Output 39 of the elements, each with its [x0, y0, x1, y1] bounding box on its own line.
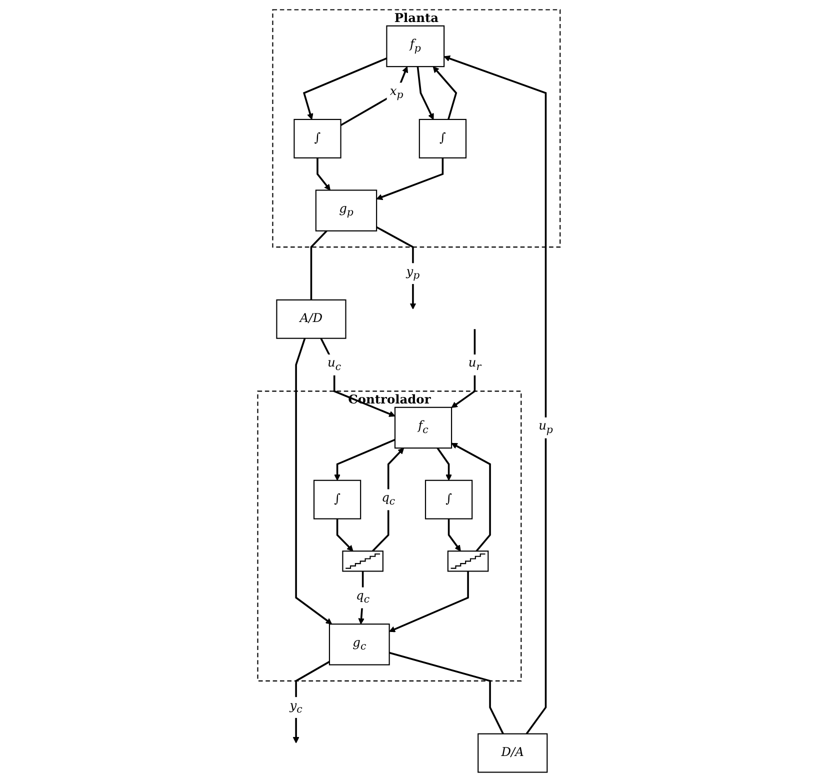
- arrow: [376, 226, 416, 310]
- arrow: [372, 448, 404, 552]
- arrow: [295, 338, 332, 624]
- node-box: g$_{c}$: [329, 624, 390, 666]
- edge-label: y$_{p}$: [406, 264, 420, 282]
- node-box: A/D: [276, 299, 346, 339]
- edge-label: u$_{c}$: [328, 356, 342, 373]
- node-box: ∫: [294, 118, 342, 158]
- arrow: [334, 438, 396, 481]
- edge-label: u$_{p}$: [538, 418, 553, 436]
- node-box: f$_{p}$: [386, 25, 445, 68]
- arrow: [448, 518, 461, 552]
- arrow: [316, 158, 331, 190]
- node-box: ∫: [425, 480, 473, 520]
- edge-label: q$_{c}$: [382, 490, 396, 508]
- arrow: [303, 57, 388, 120]
- arrow: [340, 66, 408, 126]
- edge-label: x$_{p}$: [390, 84, 404, 101]
- arrow: [336, 518, 354, 552]
- node-box: ∫: [418, 118, 467, 158]
- edge-label: y$_{c}$: [290, 698, 302, 716]
- arrow: [451, 329, 476, 408]
- node-box: D/A: [478, 733, 548, 773]
- node-box: f$_{c}$: [394, 406, 452, 449]
- arrow: [432, 66, 458, 120]
- node-box: ∫: [314, 480, 362, 520]
- arrow: [292, 660, 330, 744]
- arrow: [358, 571, 365, 624]
- arrow: [389, 571, 469, 632]
- arrow: [436, 448, 452, 481]
- edge-label: q$_{c}$: [356, 588, 370, 606]
- connector: [310, 230, 328, 300]
- arrow: [444, 55, 547, 734]
- arrow: [376, 158, 444, 200]
- connector: [389, 652, 504, 734]
- arrow: [451, 442, 491, 552]
- node-box: g$_{p}$: [315, 190, 378, 232]
- edge-label: u$_{r}$: [468, 356, 482, 373]
- arrow: [416, 66, 434, 120]
